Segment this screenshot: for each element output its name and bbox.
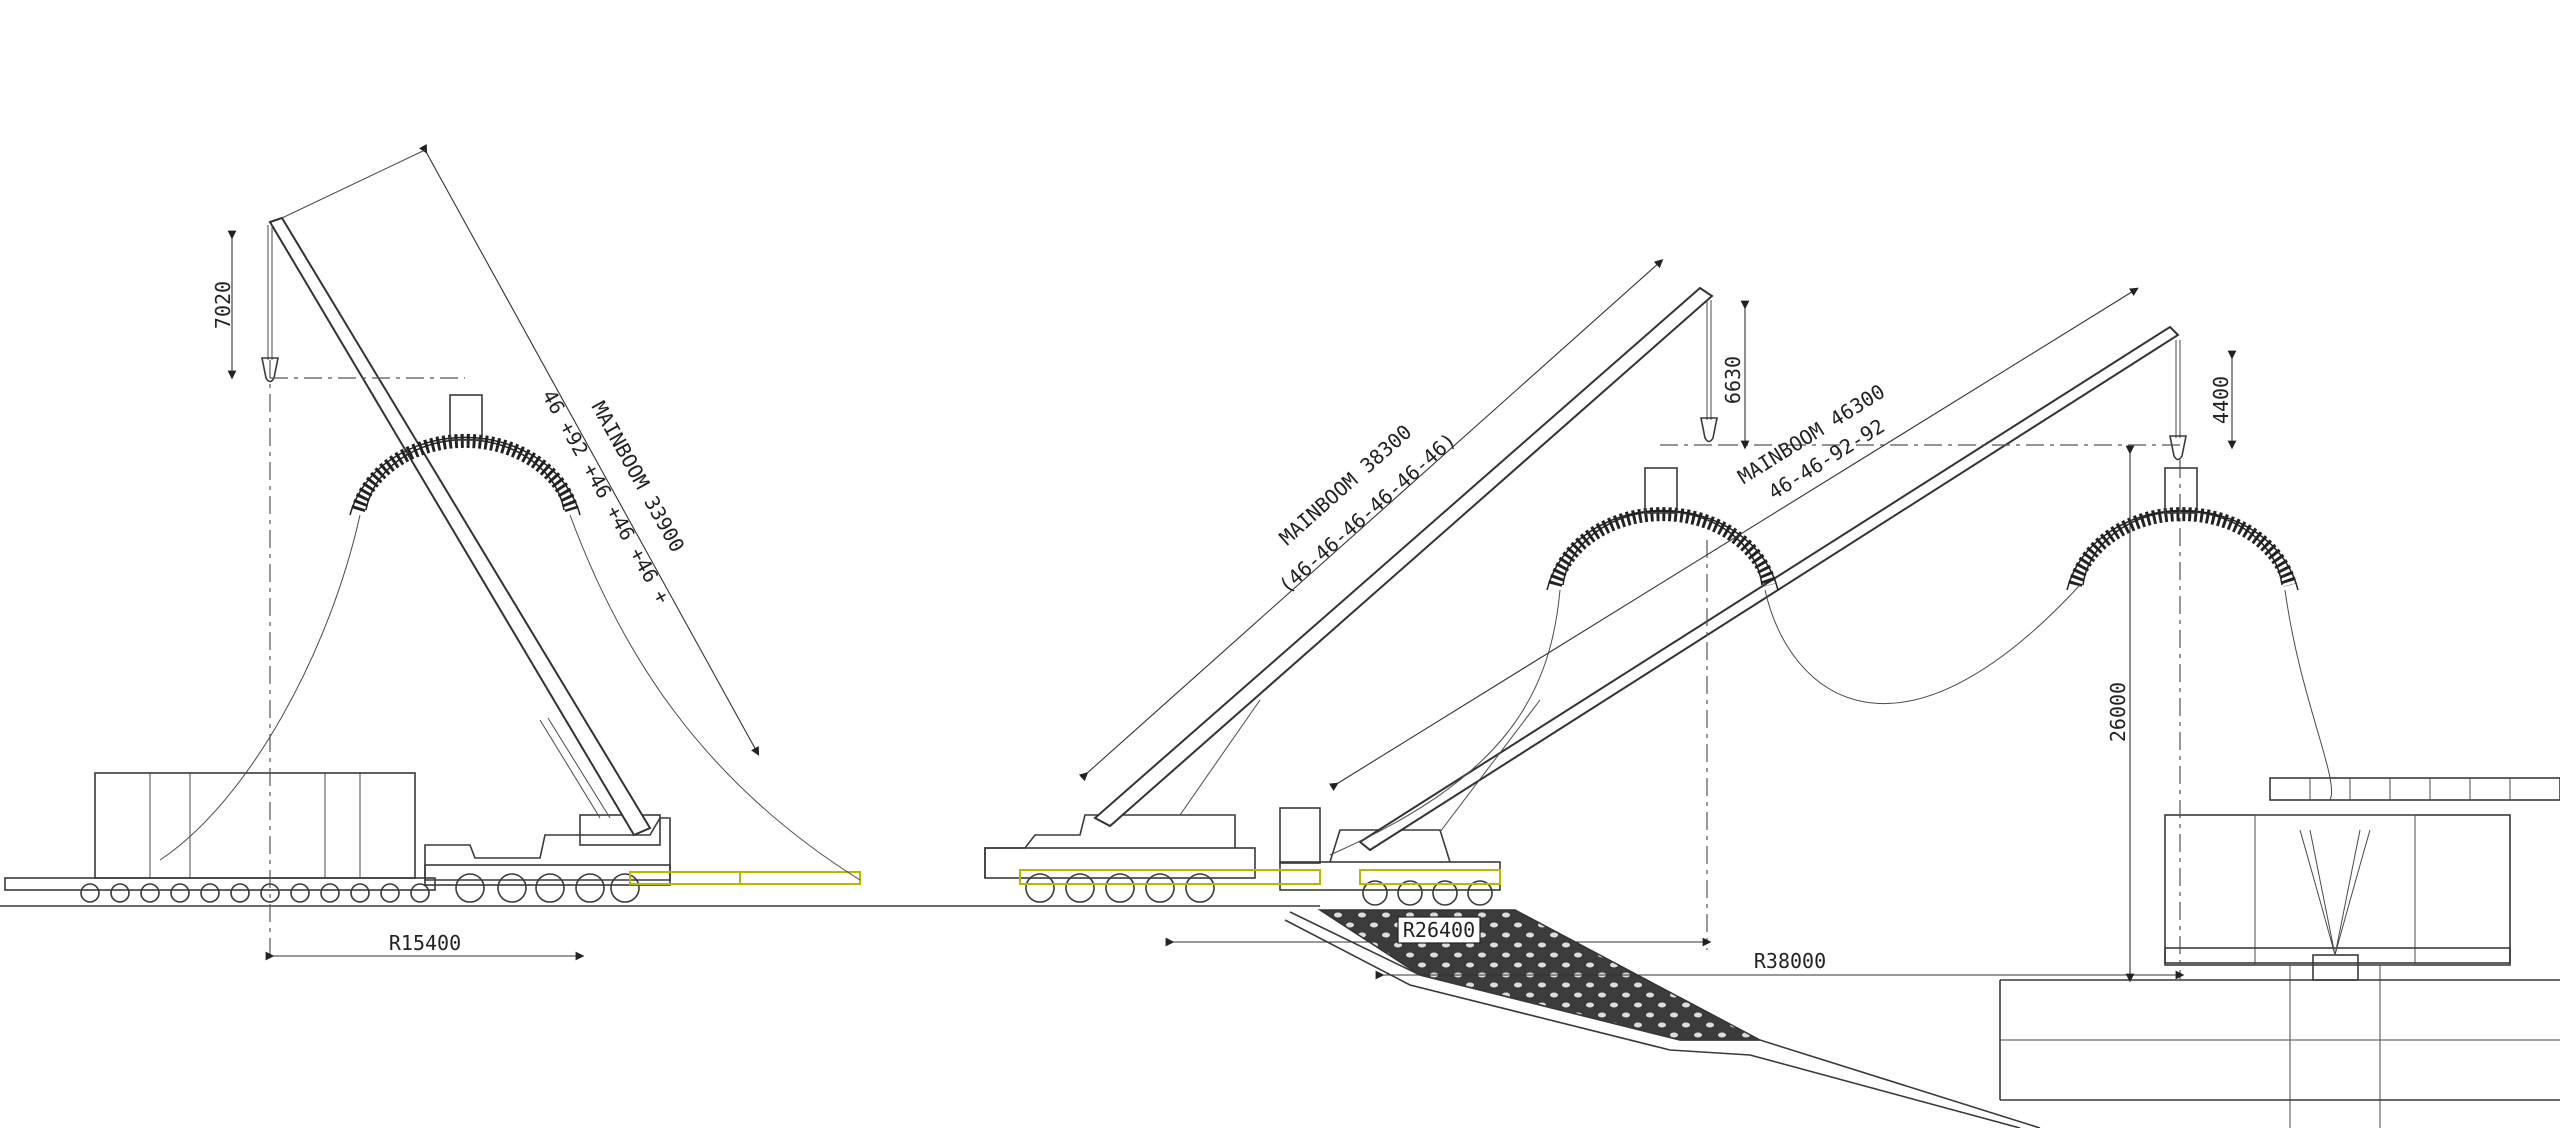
crane-1-radius-dimension: R15400 [265, 931, 585, 961]
crane-1-height-label: 7020 [211, 281, 235, 329]
load-arch-1 [270, 377, 581, 516]
crane-3-radius-label: R38000 [1754, 949, 1826, 973]
crane-3-height-label: 4400 [2209, 376, 2233, 424]
crane-2-boom [1093, 286, 1714, 828]
crane-3-boom [1358, 325, 2180, 852]
crane-1-boom [268, 216, 652, 837]
crane-2-radius-dimension: R26400 [1165, 916, 1712, 947]
crane-2-height-dimension: 6630 [1721, 300, 1750, 450]
crane-3-hook [2169, 340, 2187, 461]
crane-2-height-label: 6630 [1721, 356, 1745, 404]
crane-2-radius-label: R26400 [1403, 918, 1475, 942]
crane-3-radius-dimension: R38000 [1375, 949, 2185, 980]
center-lines [269, 360, 2181, 980]
crane-2-hook [1700, 300, 1718, 443]
crane-3-carrier [1279, 829, 1501, 906]
lift-height-label: 26000 [2106, 682, 2130, 742]
crane-1-hook [261, 225, 279, 383]
transport-trailer [4, 772, 436, 891]
crane-2-boom-dimension: MAINBOOM 38300 (46-46-46-46-46-46) [1078, 259, 1664, 782]
crane-1-radius-label: R15400 [389, 931, 461, 955]
foundation-structure [1999, 777, 2560, 1128]
alternate-crane-position-outlines [629, 869, 1501, 885]
crane-1-boom-dimension: MAINBOOM 33900 46 +92 +46 +46 +46 + [281, 144, 760, 756]
crane-3-height-dimension: 4400 [2209, 350, 2237, 450]
crane-2-carrier [984, 807, 1321, 903]
crane-1-height-dimension: 7020 [211, 230, 237, 380]
lift-height-dimension: 26000 [2106, 445, 2135, 983]
crane-1-carrier [424, 814, 671, 903]
trailer-wheels [80, 883, 430, 903]
